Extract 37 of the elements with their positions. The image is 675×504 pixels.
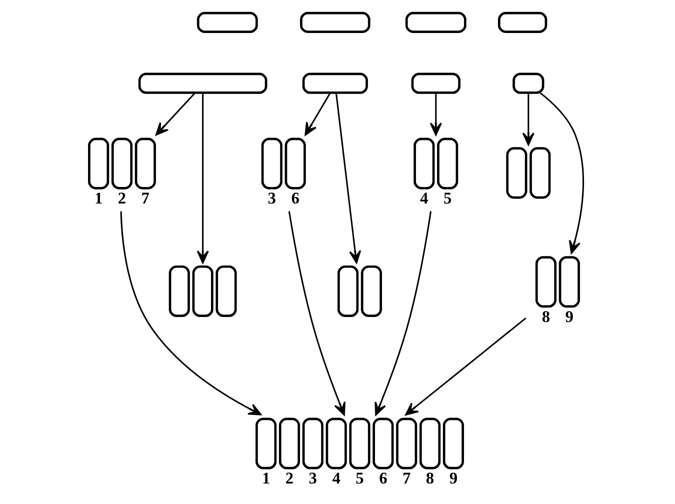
arrow xyxy=(405,317,526,416)
node-box xyxy=(405,12,466,33)
node-label: 3 xyxy=(268,188,276,208)
arrow xyxy=(120,211,262,416)
node-label: 4 xyxy=(420,188,428,208)
node-label: 6 xyxy=(379,468,388,488)
node-label: 5 xyxy=(443,188,452,208)
node-label: 9 xyxy=(565,306,574,326)
node-label: 1 xyxy=(94,188,103,208)
node-label: 8 xyxy=(426,468,434,488)
arrow xyxy=(196,92,209,264)
node-label: 3 xyxy=(308,468,317,488)
node-label: 1 xyxy=(262,468,270,488)
node-label: 7 xyxy=(141,188,150,208)
arrow xyxy=(430,92,442,136)
arrow xyxy=(335,92,362,264)
node-box xyxy=(196,12,258,33)
node-box xyxy=(300,12,370,33)
node-label: 4 xyxy=(332,468,340,488)
node-box xyxy=(498,12,548,33)
node-label: 5 xyxy=(356,468,364,488)
arrow xyxy=(522,92,534,146)
arrow xyxy=(374,211,432,416)
arrow xyxy=(540,92,584,254)
node-label: 9 xyxy=(449,468,458,488)
node-label: 2 xyxy=(118,188,126,208)
node-box xyxy=(512,72,544,94)
node-label: 8 xyxy=(542,306,550,326)
arrow xyxy=(304,92,331,136)
arrow xyxy=(155,92,196,136)
node-box xyxy=(302,72,368,94)
node-label: 7 xyxy=(402,468,411,488)
node-label: 6 xyxy=(291,188,300,208)
node-box xyxy=(411,72,460,94)
node-label: 2 xyxy=(285,468,294,488)
node-box xyxy=(138,72,268,94)
arrow xyxy=(288,211,346,416)
